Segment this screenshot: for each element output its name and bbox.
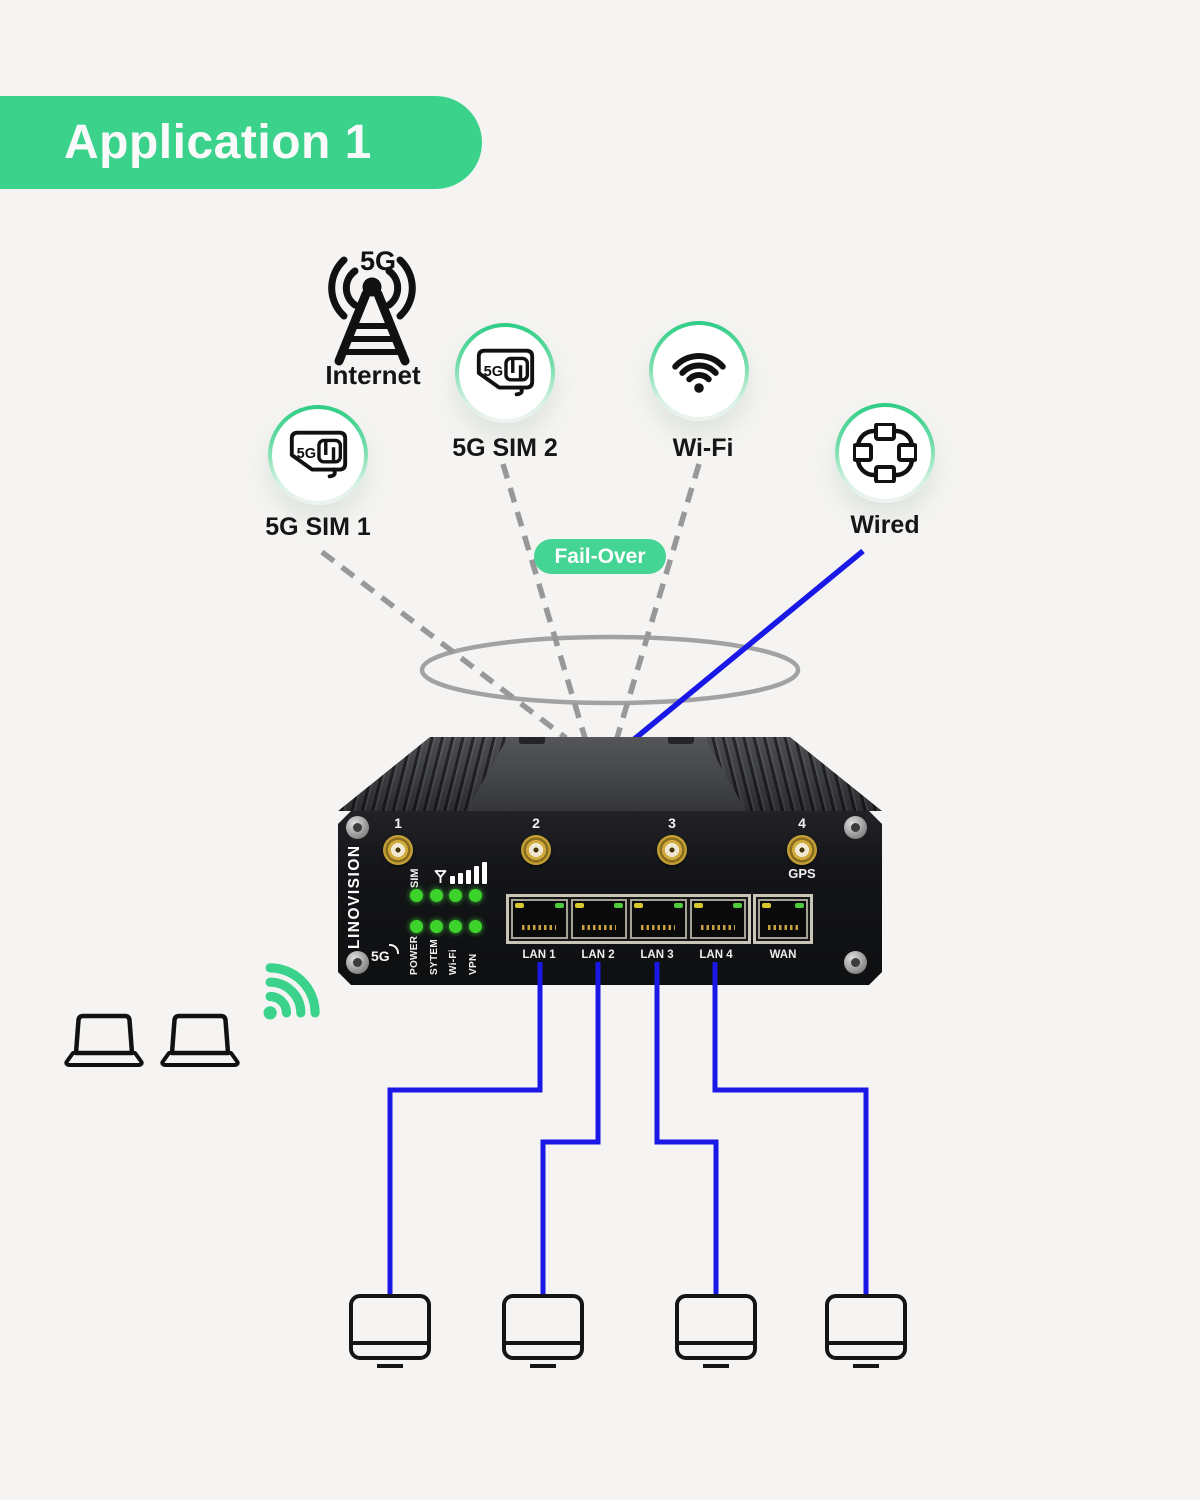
router-5g-tag: 5G [371, 944, 399, 964]
port-pins [581, 925, 616, 930]
failover-label: Fail-Over [554, 544, 646, 568]
antenna-connector-icon [521, 835, 551, 865]
port-pins [641, 925, 676, 930]
lan4-label: LAN 4 [699, 949, 733, 961]
monitor-icon [675, 1294, 757, 1368]
port-yellow-led [693, 903, 703, 908]
top-notch [668, 737, 694, 744]
lan1-label: LAN 1 [522, 949, 556, 961]
port-pins [700, 925, 735, 930]
status-led [430, 889, 443, 902]
wired-circle [835, 403, 935, 503]
page-title: Application 1 [64, 116, 372, 169]
port-pins [768, 925, 798, 930]
port-green-led [554, 903, 564, 908]
brand-label: LINOVISION [346, 844, 363, 949]
antenna-number: 1 [394, 815, 402, 831]
network-ring-icon [853, 423, 917, 483]
dashed-link-sim2 [500, 463, 588, 739]
sim-card-icon: 5G [289, 430, 348, 479]
lan1-port [511, 899, 568, 939]
status-led [449, 889, 462, 902]
sim-led-label: SIM [409, 868, 421, 888]
dashed-link-sim1 [320, 549, 568, 741]
router-top-panel [466, 737, 746, 811]
sim2-circle: 5G [455, 323, 555, 423]
monitor-icon [502, 1294, 584, 1368]
convergence-ellipse [419, 634, 801, 706]
sim1-circle: 5G [268, 405, 368, 505]
internet-label: Internet [325, 360, 421, 390]
lan2-port [570, 899, 627, 939]
port-yellow-led [762, 903, 771, 908]
led-label-vpn: VPN [468, 953, 479, 975]
led-label-power: POWER [409, 935, 420, 975]
antenna-connector-icon [383, 835, 413, 865]
monitor-icon [825, 1294, 907, 1368]
failover-badge: Fail-Over [534, 539, 666, 574]
sim-card-icon: 5G [476, 348, 535, 397]
cell-tower-icon: 5G [328, 246, 416, 366]
led-label-wifi: Wi-Fi [448, 949, 459, 975]
router-device: 1 2 3 4 GPS LINOVISION 5G SIM [338, 737, 882, 985]
wifi-circle [649, 321, 749, 421]
status-led [469, 920, 482, 933]
signal-strength-icon [434, 856, 488, 884]
wired-label: Wired [850, 511, 920, 539]
lan-port-group [506, 894, 751, 944]
sim1-label: 5G SIM 1 [265, 513, 371, 541]
port-pins [522, 925, 557, 930]
port-green-led [733, 903, 742, 908]
status-led [469, 889, 482, 902]
wired-link [630, 548, 865, 744]
wifi-label: Wi-Fi [672, 434, 734, 462]
screw-icon [844, 951, 867, 974]
sim-card-tag: 5G [297, 446, 316, 462]
sim2-label: 5G SIM 2 [452, 434, 558, 462]
gps-label: GPS [788, 866, 816, 881]
port-yellow-led [515, 903, 524, 908]
led-label-system: SYTEM [429, 939, 440, 975]
port-green-led [673, 903, 683, 908]
antenna-connector-icon [787, 835, 817, 865]
port-yellow-led [574, 903, 584, 908]
port-yellow-led [634, 903, 643, 908]
wifi-icon [672, 352, 726, 393]
top-notch [519, 737, 545, 744]
sim-card-tag: 5G [484, 364, 503, 380]
router-top-face [338, 737, 882, 811]
status-led [430, 920, 443, 933]
status-led [449, 920, 462, 933]
status-led [410, 889, 423, 902]
monitor-icon [349, 1294, 431, 1368]
lan2-label: LAN 2 [581, 949, 615, 961]
laptop-icon [64, 1013, 144, 1067]
laptop-icon [160, 1013, 240, 1067]
port-green-led [614, 903, 623, 908]
wan-label: WAN [769, 949, 797, 961]
port-green-led [795, 903, 804, 908]
status-led [410, 920, 423, 933]
screw-icon [346, 816, 369, 839]
antenna-number: 2 [532, 815, 540, 831]
wan-port [758, 899, 808, 939]
title-banner: Application 1 [0, 96, 482, 189]
screw-icon [844, 816, 867, 839]
lan3-port [630, 899, 687, 939]
screw-icon [346, 951, 369, 974]
lan3-label: LAN 3 [640, 949, 674, 961]
wifi-signal-icon [263, 963, 320, 1020]
dashed-link-wifi [614, 463, 702, 739]
lan4-port [689, 899, 746, 939]
antenna-number: 4 [798, 815, 806, 831]
antenna-connector-icon [657, 835, 687, 865]
antenna-number: 3 [668, 815, 676, 831]
wan-port-frame [753, 894, 813, 944]
